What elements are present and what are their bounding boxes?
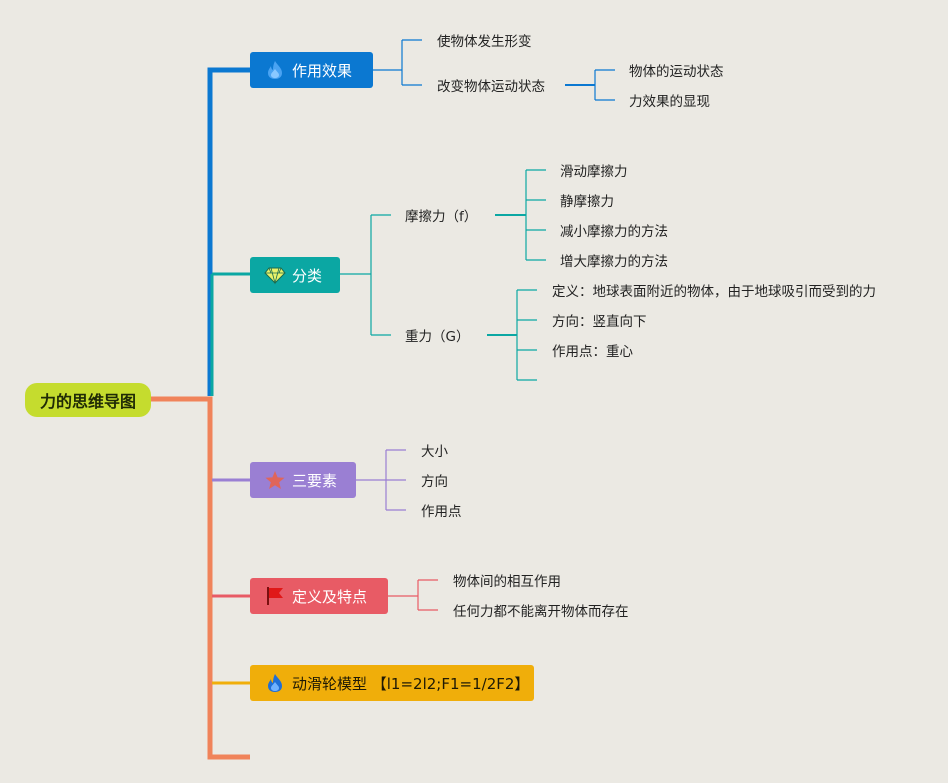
branch2-connectors (340, 169, 546, 381)
branch-effect[interactable]: 作用效果 (250, 52, 373, 88)
leaf-magnitude[interactable]: 大小 (421, 444, 448, 460)
leaf-increase-friction[interactable]: 增大摩擦力的方法 (560, 254, 668, 270)
branch1-connectors (372, 39, 615, 101)
leaf-point-of-action[interactable]: 作用点 (421, 504, 462, 520)
flame-icon (268, 61, 282, 79)
leaf-reduce-friction[interactable]: 减小摩擦力的方法 (560, 224, 668, 240)
leaf-static-friction[interactable]: 静摩擦力 (560, 194, 614, 210)
star-icon (265, 471, 285, 489)
branch-pulley-model-label: 动滑轮模型 【l1=2l2;F1=1/2F2】 (292, 674, 530, 693)
branch-three-elements-label: 三要素 (292, 471, 338, 490)
leaf-cannot-exist-alone[interactable]: 任何力都不能离开物体而存在 (453, 604, 629, 620)
branch3-connectors (356, 449, 406, 511)
leaf-sliding-friction[interactable]: 滑动摩擦力 (560, 164, 628, 180)
branch-classification-label: 分类 (292, 266, 323, 285)
branch-pulley-model[interactable]: 动滑轮模型 【l1=2l2;F1=1/2F2】 (250, 665, 534, 701)
leaf-gravity-definition[interactable]: 定义：地球表面附近的物体，由于地球吸引而受到的力 (552, 284, 876, 300)
root-node[interactable]: 力的思维导图 (25, 383, 151, 417)
flame-icon (268, 674, 282, 692)
sub-change-motion[interactable]: 改变物体运动状态 (437, 79, 545, 95)
branch-definition[interactable]: 定义及特点 (250, 578, 388, 614)
branch4-connectors (388, 579, 438, 611)
leaf-deform[interactable]: 使物体发生形变 (437, 34, 532, 50)
leaf-direction[interactable]: 方向 (421, 474, 448, 490)
branch-classification[interactable]: 分类 (250, 257, 340, 293)
trunk-line-orange (150, 396, 250, 760)
root-label: 力的思维导图 (39, 392, 136, 411)
trunk-line-blue (207, 67, 250, 396)
leaf-force-effect[interactable]: 力效果的显现 (629, 94, 710, 110)
leaf-gravity-direction[interactable]: 方向：竖直向下 (552, 314, 647, 330)
diamond-icon (264, 267, 286, 285)
sub-gravity[interactable]: 重力（G） (405, 329, 470, 345)
leaf-motion-state[interactable]: 物体的运动状态 (629, 64, 724, 80)
branch-definition-label: 定义及特点 (292, 587, 368, 606)
branch-three-elements[interactable]: 三要素 (250, 462, 356, 498)
leaf-gravity-point[interactable]: 作用点：重心 (552, 344, 633, 360)
branch-effect-label: 作用效果 (292, 61, 353, 80)
sub-friction[interactable]: 摩擦力（f） (405, 209, 478, 225)
leaf-interaction[interactable]: 物体间的相互作用 (453, 574, 561, 590)
flag-icon (267, 587, 283, 605)
